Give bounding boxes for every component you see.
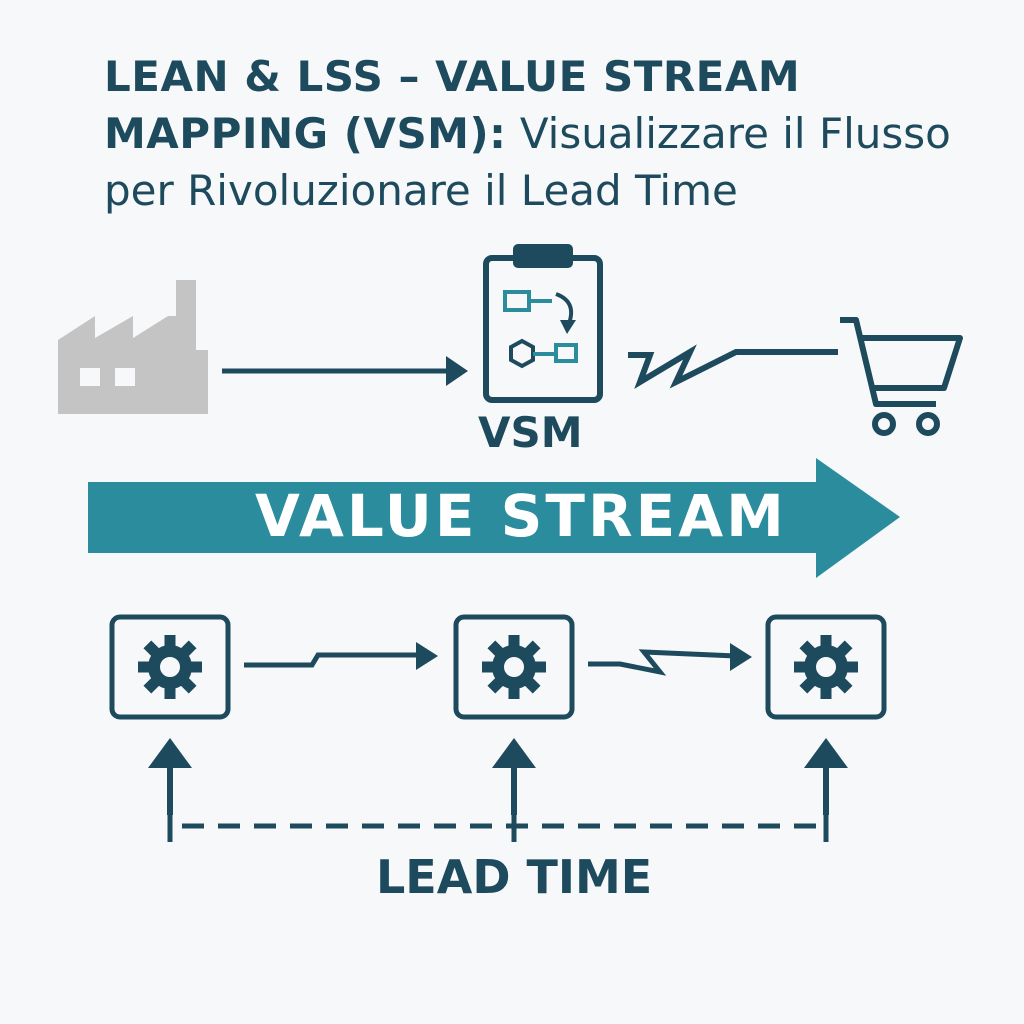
arrowhead-process-1 [416, 642, 438, 670]
gear-layer [138, 635, 858, 699]
lead-time-label: LEAD TIME [376, 850, 653, 904]
info-flow-zigzag [628, 344, 838, 389]
value-stream-label: VALUE STREAM [255, 482, 787, 550]
process-box-1 [109, 614, 231, 720]
up-arrow-2 [492, 738, 536, 815]
up-arrow-3 [804, 738, 848, 815]
shopping-cart-icon [840, 317, 963, 436]
process-box-3 [765, 614, 887, 720]
flow-arrow-process-1 [244, 652, 420, 668]
flow-arrow-process-2 [588, 649, 737, 676]
gear-icon [138, 635, 202, 699]
up-arrow-1 [148, 738, 192, 815]
gear-icon [794, 635, 858, 699]
factory-icon [58, 280, 208, 414]
process-box-2 [453, 614, 575, 720]
value-stream-arrow [88, 458, 900, 578]
arrowhead-process-2 [730, 643, 752, 671]
gear-icon [482, 635, 546, 699]
clipboard-map-icon [483, 244, 603, 403]
arrowhead-supplier [446, 356, 468, 386]
title-bold: LEAN & LSS – VALUE STREAM MAPPING (VSM): [104, 52, 801, 158]
lead-time-timeline [167, 808, 829, 842]
title-subtitle: Visualizzare il Flusso per Rivoluzionare… [104, 109, 951, 215]
page-title: LEAN & LSS – VALUE STREAM MAPPING (VSM):… [104, 48, 984, 219]
vsm-label: VSM [478, 408, 583, 457]
